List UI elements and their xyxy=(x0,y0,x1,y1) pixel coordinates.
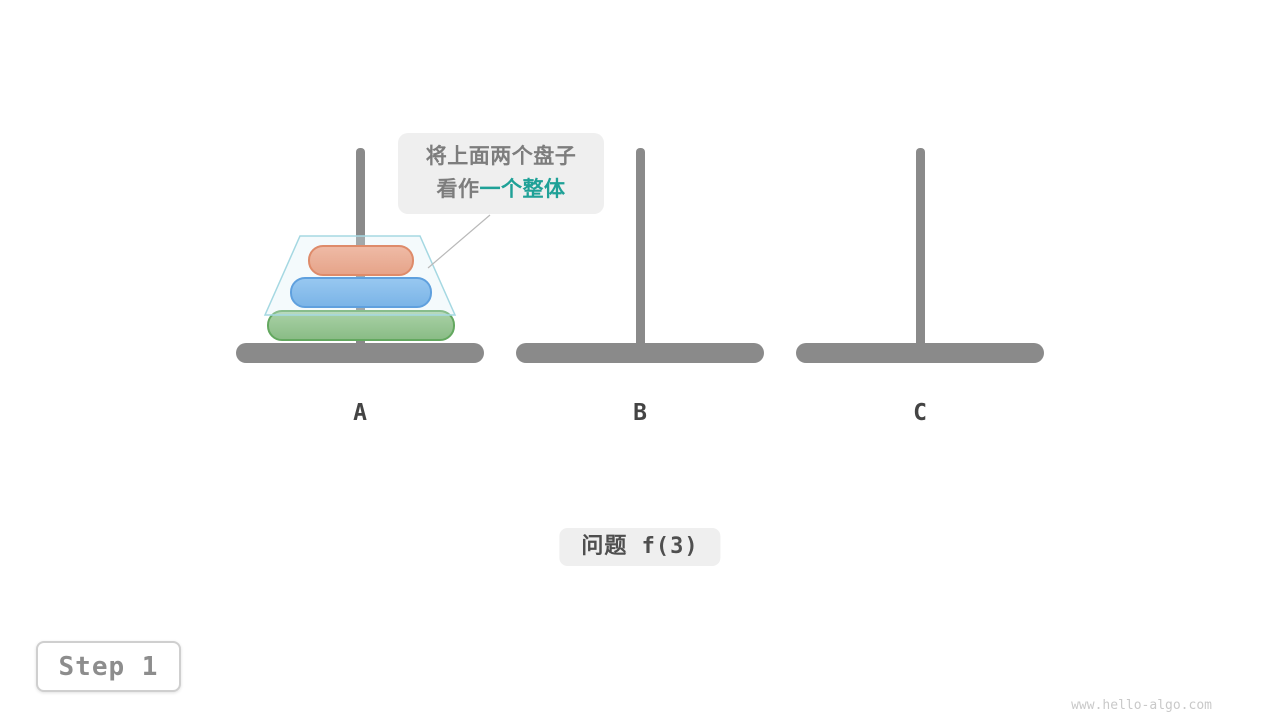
callout-line2-highlight: 一个整体 xyxy=(479,177,566,201)
disk-small-orange xyxy=(308,245,414,276)
peg-c-pole xyxy=(916,148,925,353)
callout-line2-prefix: 看作 xyxy=(436,177,480,201)
peg-a-label: A xyxy=(353,400,367,426)
callout-connector-line xyxy=(427,214,491,269)
callout-line1: 将上面两个盘子 xyxy=(425,144,577,168)
watermark: www.hello-algo.com xyxy=(1071,698,1212,713)
peg-c-label: C xyxy=(913,400,927,426)
peg-c-base xyxy=(796,343,1044,363)
disk-medium-blue xyxy=(290,277,432,308)
problem-f3-badge: 问题 f(3) xyxy=(559,528,721,566)
peg-b-base xyxy=(516,343,764,363)
step-badge: Step 1 xyxy=(36,641,181,692)
callout-line2: 看作一个整体 xyxy=(437,174,566,207)
peg-a-base xyxy=(236,343,484,363)
peg-b-label: B xyxy=(633,400,647,426)
peg-b-pole xyxy=(636,148,645,353)
disk-group-outline xyxy=(263,235,457,316)
callout-bubble: 将上面两个盘子 看作一个整体 xyxy=(398,133,604,214)
